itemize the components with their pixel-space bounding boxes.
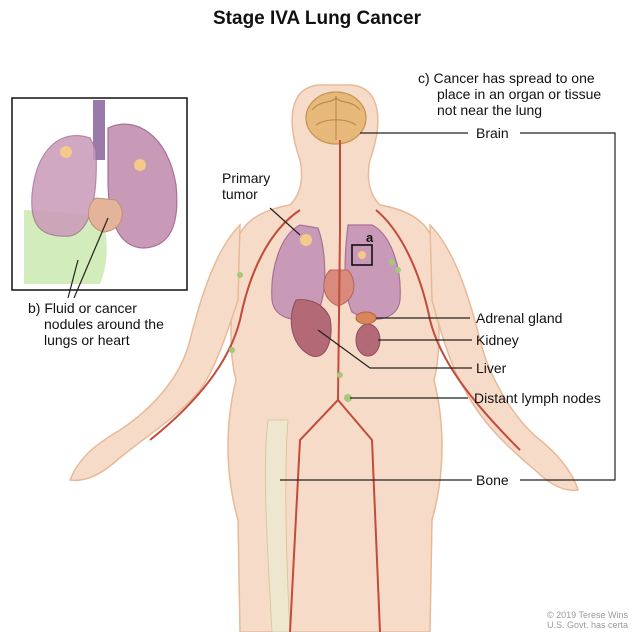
distant-lymph-nodes-label: Distant lymph nodes xyxy=(474,390,601,406)
copyright-line2: U.S. Govt. has certa xyxy=(547,620,628,630)
page-title: Stage IVA Lung Cancer xyxy=(0,8,634,30)
right-arm xyxy=(430,225,578,490)
inset-tumor-right xyxy=(134,159,146,171)
spread-label-line1: c) Cancer has spread to one xyxy=(418,70,595,86)
tumor-a-dot xyxy=(358,251,366,259)
primary-tumor-label-line2: tumor xyxy=(222,186,258,202)
fluid-label-line1: b) Fluid or cancer xyxy=(28,300,137,316)
inset-tumor-left xyxy=(60,146,72,158)
bone-label: Bone xyxy=(476,472,509,488)
adrenal-shape xyxy=(356,312,376,324)
liver-label: Liver xyxy=(476,360,506,376)
kidney-shape xyxy=(356,324,380,356)
spread-bracket xyxy=(520,133,615,480)
copyright-notice: © 2019 Terese Wins U.S. Govt. has certa xyxy=(547,610,628,630)
spread-label-line3: not near the lung xyxy=(437,102,542,118)
inset-heart xyxy=(88,198,122,232)
adrenal-gland-label: Adrenal gland xyxy=(476,310,562,326)
primary-tumor xyxy=(300,234,312,246)
brain-label: Brain xyxy=(476,125,509,141)
fluid-label-line2: nodules around the xyxy=(44,316,164,332)
copyright-line1: © 2019 Terese Wins xyxy=(547,610,628,620)
kidney-label: Kidney xyxy=(476,332,519,348)
primary-tumor-label-line1: Primary xyxy=(222,170,270,186)
spread-label-line2: place in an organ or tissue xyxy=(437,86,601,102)
torso xyxy=(228,85,442,632)
fluid-label-line3: lungs or heart xyxy=(44,332,130,348)
marker-a-label: a xyxy=(366,230,373,246)
